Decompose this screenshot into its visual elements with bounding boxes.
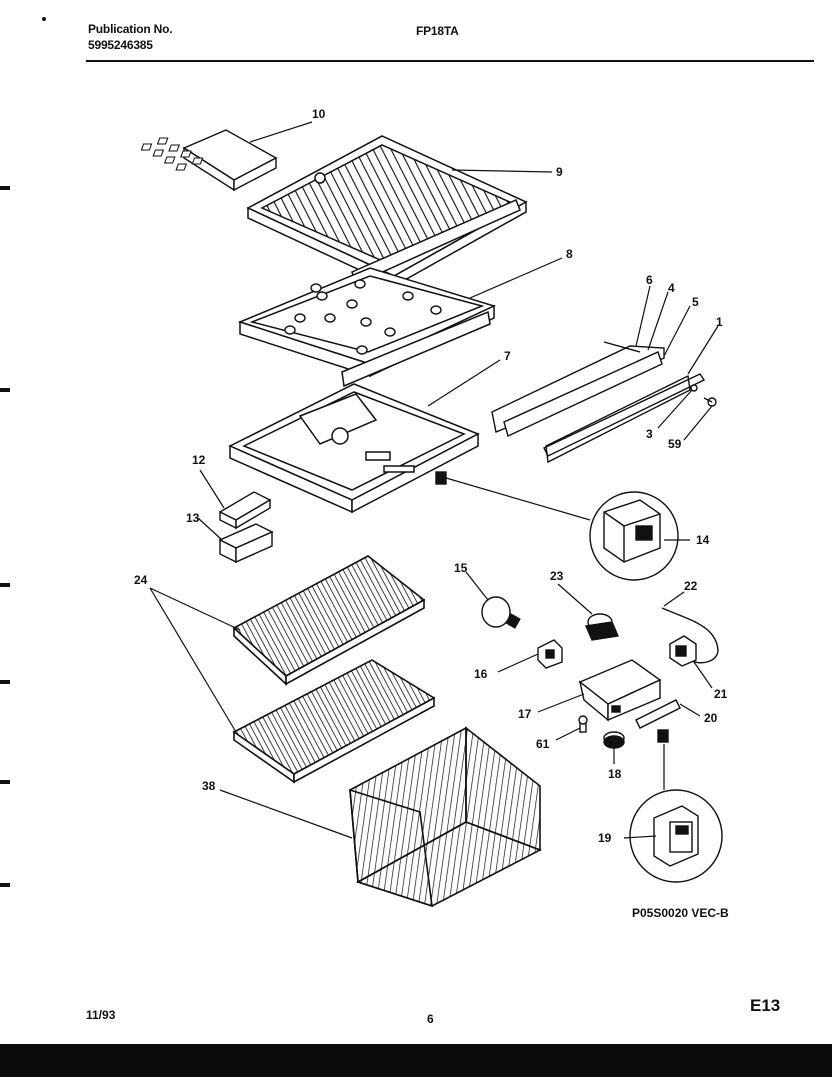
callout-24: 24 (134, 573, 148, 587)
freezer-shelf (246, 135, 528, 288)
callout-1: 1 (716, 315, 723, 329)
light-switch-detail (435, 471, 679, 581)
edge-mark (0, 780, 10, 784)
callout-10: 10 (312, 107, 326, 121)
callout-38: 38 (202, 779, 216, 793)
shelf-support-assembly (228, 383, 480, 514)
model-number: FP18TA (416, 24, 459, 38)
callout-9: 9 (556, 165, 563, 179)
callout-20: 20 (704, 711, 718, 725)
control-housing (578, 659, 662, 722)
ice-cube-tray (140, 129, 278, 192)
wire-shelf-upper (232, 555, 426, 686)
rail-assembly (491, 341, 717, 464)
shelf-cover (237, 267, 497, 388)
thermostat (585, 613, 619, 641)
publication-label: Publication No. (88, 22, 173, 36)
footer-date: 11/93 (86, 1008, 116, 1022)
lamp-socket (537, 639, 563, 669)
callout-4: 4 (668, 281, 675, 295)
wire-harness (661, 607, 719, 664)
publication-number: 5995246385 (88, 38, 153, 52)
page-number: 6 (427, 1012, 434, 1026)
callout-18: 18 (608, 767, 622, 781)
callout-7: 7 (504, 349, 511, 363)
callout-59: 59 (668, 437, 682, 451)
screw (578, 715, 588, 733)
mounting-bracket (635, 699, 681, 729)
callout-19: 19 (598, 831, 612, 845)
callout-14: 14 (696, 533, 710, 547)
wire-connector (669, 635, 697, 667)
corner-dot-mark (42, 17, 46, 21)
callout-23: 23 (550, 569, 564, 583)
callout-12: 12 (192, 453, 206, 467)
callout-15: 15 (454, 561, 468, 575)
header-rule (86, 60, 814, 62)
callout-8: 8 (566, 247, 573, 261)
control-knob (603, 731, 625, 749)
edge-mark (0, 680, 10, 684)
callout-labels: 10 9 8 6 4 5 1 7 3 59 12 13 14 15 23 22 … (134, 107, 728, 845)
callout-61: 61 (536, 737, 550, 751)
callout-16: 16 (474, 667, 488, 681)
callout-13: 13 (186, 511, 200, 525)
figure-reference: P05S0020 VEC-B (632, 906, 729, 920)
edge-mark (0, 388, 10, 392)
callout-22: 22 (684, 579, 698, 593)
callout-21: 21 (714, 687, 728, 701)
edge-mark (0, 883, 10, 887)
light-bulb (481, 596, 521, 629)
dairy-bin (218, 523, 274, 564)
egg-bin (218, 491, 272, 530)
callout-3: 3 (646, 427, 653, 441)
callout-6: 6 (646, 273, 653, 287)
wire-basket (349, 726, 542, 908)
wire-shelf-lower (232, 659, 436, 784)
edge-mark (0, 186, 10, 190)
door-switch-detail (629, 729, 723, 883)
edge-mark (0, 583, 10, 587)
callout-5: 5 (692, 295, 699, 309)
section-code: E13 (750, 996, 781, 1015)
scan-border-bottom (0, 1044, 832, 1077)
callout-17: 17 (518, 707, 532, 721)
